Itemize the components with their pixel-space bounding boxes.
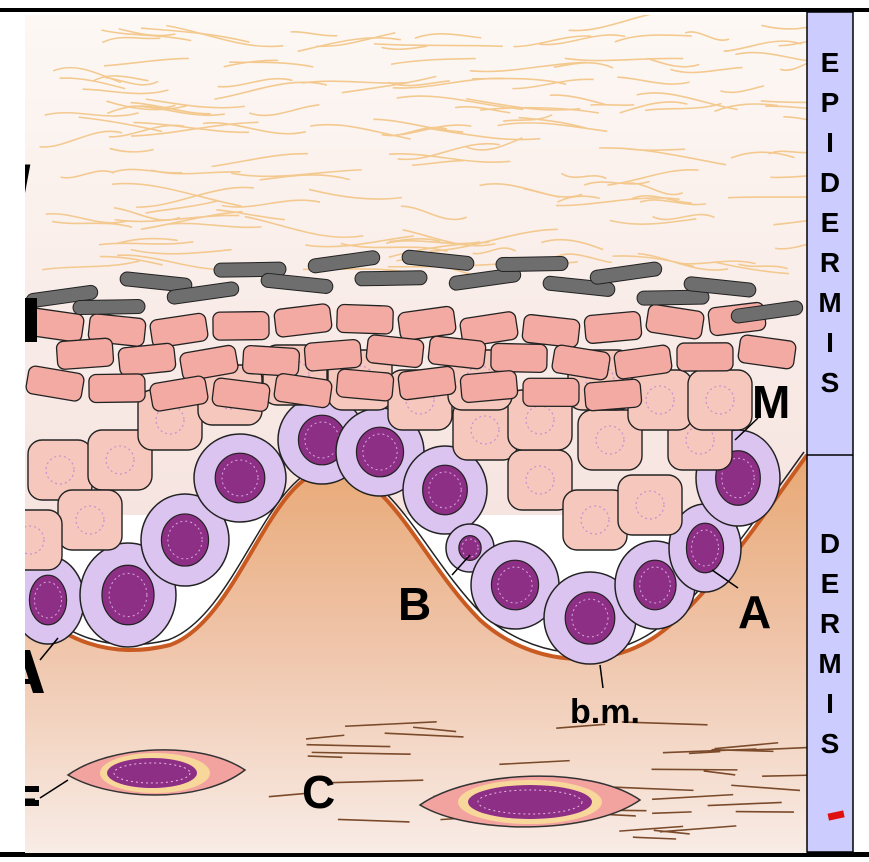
horny-cell: [637, 290, 709, 305]
basal-nucleus: [215, 453, 265, 503]
label-basement-membrane: b.m.: [570, 693, 640, 731]
squamous-cell: [584, 379, 642, 412]
top-border: [0, 8, 869, 12]
sidebar-letter: S: [821, 367, 840, 398]
squamous-cell: [337, 304, 394, 334]
label-C: C: [302, 766, 335, 818]
squamous-cell: [242, 345, 300, 376]
horny-cell: [496, 256, 568, 271]
squamous-cell: [56, 338, 114, 370]
sidebar-letter: M: [818, 287, 841, 318]
basal-nucleus: [102, 565, 154, 625]
squamous-cell: [397, 366, 456, 401]
basal-nucleus: [634, 560, 676, 610]
squamous-cell: [428, 336, 487, 370]
squamous-cell: [523, 378, 579, 406]
sidebar-letter: E: [821, 207, 840, 238]
squamous-cell: [491, 343, 548, 372]
sidebar-letter: S: [821, 728, 840, 759]
squamous-cell: [366, 334, 425, 368]
keratin-fiber: [591, 105, 634, 106]
squamous-cell: [118, 343, 177, 377]
sidebar-letter: M: [818, 648, 841, 679]
horny-cell: [73, 299, 145, 314]
left-margin: [0, 12, 25, 852]
label-M: M: [752, 376, 790, 428]
squamous-cell: [89, 374, 145, 403]
basal-nucleus: [491, 560, 538, 610]
sidebar-letter: I: [826, 327, 834, 358]
basal-nucleus: [423, 465, 468, 515]
sidebar-letter: R: [820, 247, 840, 278]
sidebar-letter: I: [826, 688, 834, 719]
horny-cell: [355, 271, 427, 286]
sidebar-letter: E: [821, 47, 840, 78]
sidebar-letter: R: [820, 608, 840, 639]
spinous-cell: [618, 475, 682, 535]
sidebar-letter: D: [820, 528, 840, 559]
basal-nucleus: [565, 592, 615, 644]
sidebar-letter: P: [821, 87, 840, 118]
squamous-cell: [460, 370, 518, 403]
label-B: B: [398, 578, 431, 630]
basal-nucleus: [356, 427, 403, 477]
squamous-cell: [584, 311, 642, 344]
squamous-cell: [211, 377, 270, 412]
sidebar-letter: E: [821, 568, 840, 599]
squamous-cell: [522, 314, 581, 348]
spinous-cell: [58, 490, 122, 550]
squamous-cell: [274, 303, 333, 338]
collagen-fiber: [652, 769, 738, 770]
squamous-cell: [677, 343, 733, 371]
sidebar-letter: I: [826, 127, 834, 158]
spinous-cell: [508, 450, 572, 510]
label-A: A: [738, 586, 771, 638]
sidebar-letter: D: [820, 167, 840, 198]
squamous-cell: [336, 369, 394, 402]
spinous-cell: [688, 370, 752, 430]
basal-nucleus: [161, 514, 208, 566]
squamous-cell: [304, 339, 362, 371]
squamous-cell: [213, 312, 269, 341]
